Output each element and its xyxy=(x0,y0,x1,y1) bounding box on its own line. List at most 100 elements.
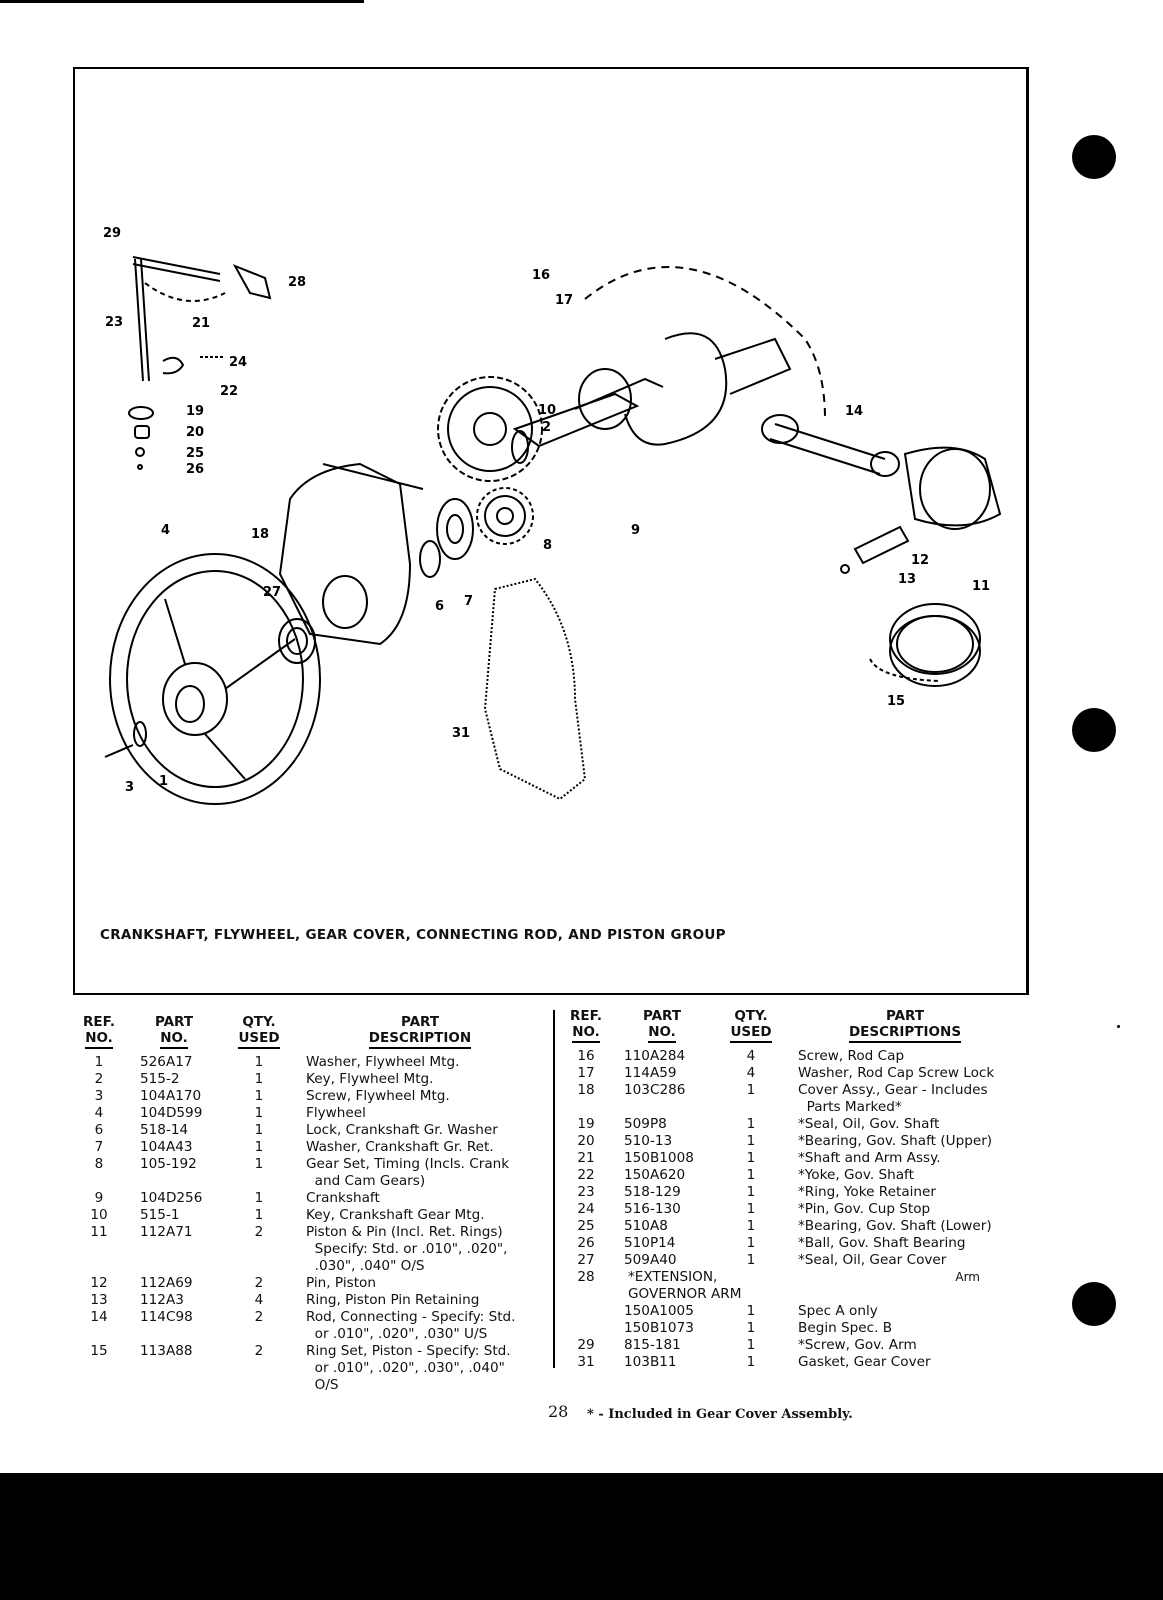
cell-qty: 1 xyxy=(254,1105,264,1121)
cell-ref xyxy=(70,1360,128,1377)
cell-ref: 31 xyxy=(577,1354,595,1370)
col-header-qty: QTY. USED xyxy=(220,1014,298,1054)
cell-part: 103B11 xyxy=(624,1354,677,1370)
cell-qty: 1 xyxy=(746,1354,756,1370)
gear-cover-gasket-part xyxy=(483,577,587,801)
cell-qty: 4 xyxy=(746,1065,756,1081)
cell-desc: *Bearing, Gov. Shaft (Upper) xyxy=(798,1133,993,1149)
cell-qty: 1 xyxy=(254,1122,264,1138)
callout-14: 14 xyxy=(845,404,863,419)
callout-13: 13 xyxy=(898,572,916,587)
page-number: 28 xyxy=(548,1402,569,1421)
cell-part: 113A88 xyxy=(140,1343,193,1359)
table-row: Specify: Std. or .010", .020", xyxy=(70,1241,542,1258)
cell-part: 103C286 xyxy=(624,1082,686,1098)
cell-qty: 1 xyxy=(254,1071,264,1087)
cell-part: 110A284 xyxy=(624,1048,686,1064)
cell-ref: 1 xyxy=(94,1054,104,1070)
cell-part: 104A170 xyxy=(140,1088,202,1104)
figure-frame: 29 28 21 23 24 22 19 20 25 26 16 17 10 2… xyxy=(73,67,1029,995)
binder-hole-top xyxy=(1072,135,1116,179)
col-header-ref: REF. NO. xyxy=(560,1008,612,1048)
callout-2: 2 xyxy=(542,420,551,435)
callout-20: 20 xyxy=(186,425,204,440)
cell-desc: *Pin, Gov. Cup Stop xyxy=(798,1201,931,1217)
cell-part: 104A43 xyxy=(140,1139,193,1155)
cell-part: 526A17 xyxy=(140,1054,193,1070)
cell-qty: 1 xyxy=(746,1116,756,1132)
cell-qty: 1 xyxy=(746,1218,756,1234)
cell-desc: *Screw, Gov. Arm xyxy=(798,1337,917,1353)
cell-ref xyxy=(560,1320,612,1337)
cell-part xyxy=(128,1258,220,1275)
cell-desc: *Yoke, Gov. Shaft xyxy=(798,1167,914,1183)
callout-8: 8 xyxy=(543,538,552,553)
cell-ref: 4 xyxy=(94,1105,104,1121)
callout-9: 9 xyxy=(631,523,640,538)
cell-desc: *Shaft and Arm Assy. xyxy=(798,1150,941,1166)
top-edge-line xyxy=(0,0,364,3)
cell-desc: Ring Set, Piston - Specify: Std. xyxy=(306,1343,511,1359)
col-header-desc: PART DESCRIPTIONS xyxy=(790,1008,1020,1048)
cell-ref: 9 xyxy=(94,1190,104,1206)
cell-part: 510A8 xyxy=(624,1218,668,1234)
cell-desc: Flywheel xyxy=(306,1105,366,1121)
cell-part: 112A3 xyxy=(140,1292,184,1308)
cell-ref: 7 xyxy=(94,1139,104,1155)
cell-qty: 2 xyxy=(254,1343,264,1359)
callout-29: 29 xyxy=(103,226,121,241)
cell-part: 510-13 xyxy=(624,1133,673,1149)
cell-desc: or .010", .020", .030" U/S xyxy=(306,1326,488,1342)
callout-27: 27 xyxy=(263,585,281,600)
governor-shaft-arm-part xyxy=(132,256,226,382)
cell-ref: 8 xyxy=(94,1156,104,1172)
cell-ref: 11 xyxy=(90,1224,108,1240)
cell-desc: Washer, Crankshaft Gr. Ret. xyxy=(306,1139,494,1155)
table-row: or .010", .020", .030", .040" xyxy=(70,1360,542,1377)
table-row: Parts Marked* xyxy=(560,1099,1020,1116)
cell-qty xyxy=(220,1360,298,1377)
cell-ref: 24 xyxy=(577,1201,595,1217)
callout-15: 15 xyxy=(887,694,905,709)
callout-12: 12 xyxy=(911,553,929,568)
table-row: 15 113A88 2 Ring Set, Piston - Specify: Std… xyxy=(70,1343,542,1360)
cell-qty xyxy=(220,1173,298,1190)
cell-qty xyxy=(220,1258,298,1275)
cell-desc: *Seal, Oil, Gov. Shaft xyxy=(798,1116,940,1132)
cell-qty xyxy=(220,1241,298,1258)
cell-ref: 6 xyxy=(94,1122,104,1138)
callout-25: 25 xyxy=(186,446,204,461)
cell-desc: Spec A only xyxy=(798,1303,878,1319)
flywheel-part xyxy=(109,553,321,805)
cell-qty: 1 xyxy=(746,1337,756,1353)
cell-qty: 1 xyxy=(746,1320,756,1336)
cell-part: 509P8 xyxy=(624,1116,667,1132)
cell-desc: or .010", .020", .030", .040" xyxy=(306,1360,505,1376)
cell-desc: and Cam Gears) xyxy=(306,1173,426,1189)
callout-28: 28 xyxy=(288,275,306,290)
cell-desc: Gasket, Gear Cover xyxy=(798,1354,931,1370)
callout-18: 18 xyxy=(251,527,269,542)
cell-part: 104D599 xyxy=(140,1105,203,1121)
cell-ref: 15 xyxy=(90,1343,108,1359)
table-row: .030", .040" O/S xyxy=(70,1258,542,1275)
callout-19: 19 xyxy=(186,404,204,419)
callout-6: 6 xyxy=(435,599,444,614)
cell-part: 105-192 xyxy=(140,1156,197,1172)
cell-ref: 16 xyxy=(577,1048,595,1064)
cell-desc: Ring, Piston Pin Retaining xyxy=(306,1292,480,1308)
cell-qty: 4 xyxy=(746,1048,756,1064)
cell-part: 112A71 xyxy=(140,1224,193,1240)
cell-qty: 1 xyxy=(254,1207,264,1223)
cell-part: 515-2 xyxy=(140,1071,180,1087)
col-header-part: PART NO. xyxy=(128,1014,220,1054)
